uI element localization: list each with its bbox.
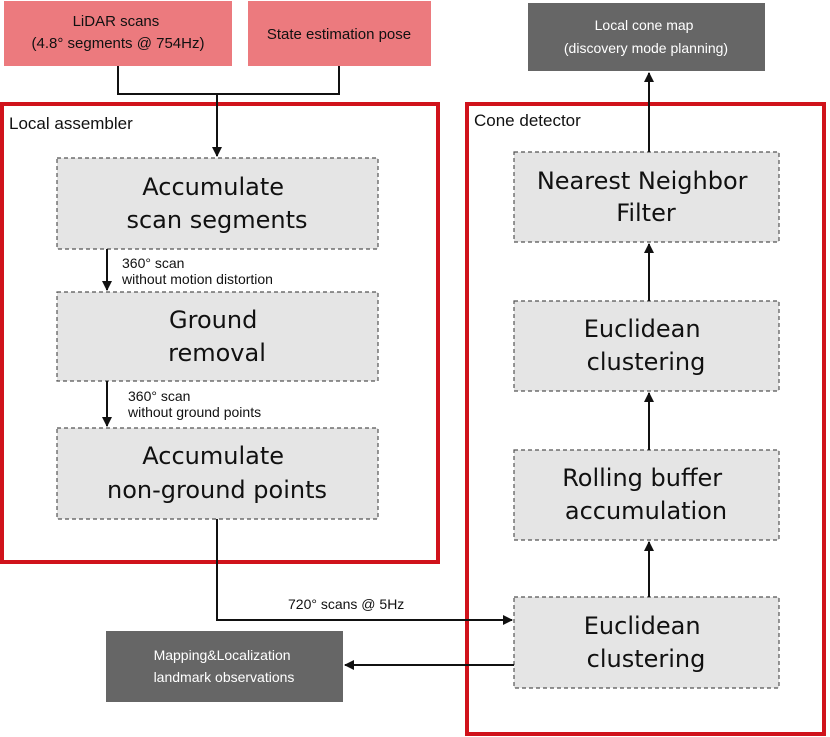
svg-text:Nearest Neighbor Filter: Nearest Neighbor Filter (537, 167, 755, 227)
accumulate-segments-line1: Accumulate (142, 173, 284, 201)
svg-text:Mapping&Localization landm: Mapping&Localization landmark observatio… (154, 647, 295, 685)
lidar-scans-label: LiDAR scans (73, 13, 160, 30)
svg-text:Rolling buffer accumulatio: Rolling buffer accumulation (562, 464, 730, 525)
cone-detector-group (465, 102, 826, 736)
edge2-label-line2: without ground points (127, 404, 261, 420)
svg-text:Accumulate non-ground poin: Accumulate non-ground points (107, 442, 327, 504)
edge2-label-line1: 360° scan (128, 388, 190, 404)
mapping-localization-box (106, 631, 343, 702)
state-estimation-box (248, 1, 431, 66)
accumulate-nonground-node (56, 427, 379, 520)
nn-filter-node (513, 151, 780, 243)
local-assembler-group (0, 102, 440, 564)
mapping-localization-label: Mapping&Localization (154, 647, 291, 663)
ground-removal-node (56, 291, 379, 382)
edge1-label-line2: without motion distortion (121, 271, 273, 287)
mapping-localization-sub: landmark observations (154, 669, 295, 685)
svg-text:Euclidean clustering: Euclidean clustering (584, 315, 708, 376)
svg-text:Ground removal: Ground removal (168, 306, 266, 367)
lidar-scans-rate: (4.8° segments @ 754Hz) (32, 35, 205, 52)
clustering-bottom-line2: clustering (587, 645, 706, 673)
rolling-buffer-node (513, 449, 780, 541)
clustering-top-line1: Euclidean (584, 315, 701, 343)
svg-text:Accumulate scan segments: Accumulate scan segments (126, 173, 307, 234)
rolling-buffer-line2: accumulation (565, 497, 727, 525)
inputs-merge-connector (117, 66, 340, 95)
accumulate-nonground-line2: non-ground points (107, 476, 327, 504)
cone-detector-title: Cone detector (474, 111, 581, 130)
ground-removal-line2: removal (168, 339, 266, 367)
rolling-buffer-line1: Rolling buffer (562, 464, 722, 492)
local-assembler-title: Local assembler (9, 114, 133, 133)
nn-filter-line2: Filter (616, 199, 676, 227)
edge1-label-line1: 360° scan (122, 255, 184, 271)
clustering-bottom-node (513, 596, 780, 689)
accumulate-segments-line2: scan segments (126, 206, 307, 234)
svg-text:LiDAR scans (4.8° segments: LiDAR scans (4.8° segments @ 754Hz) (32, 13, 205, 52)
scans-edge-label: 720° scans @ 5Hz (288, 596, 404, 612)
ground-removal-line1: Ground (169, 306, 257, 334)
svg-text:Euclidean clustering: Euclidean clustering (584, 612, 708, 673)
clustering-top-node (513, 300, 780, 392)
accumulate-segments-node (56, 157, 379, 250)
nn-filter-line1: Nearest Neighbor (537, 167, 748, 195)
state-estimation-label: State estimation pose (267, 26, 411, 43)
clustering-bottom-line1: Euclidean (584, 612, 701, 640)
clustering-top-line2: clustering (587, 348, 706, 376)
svg-text:360° scan without motion d: 360° scan without motion distortion (121, 255, 273, 287)
svg-text:360° scan without ground p: 360° scan without ground points (127, 388, 261, 420)
lidar-scans-box (4, 1, 232, 66)
local-cone-map-box (528, 3, 765, 71)
svg-text:Local cone map (discovery: Local cone map (discovery mode planning) (564, 17, 728, 56)
local-cone-map-sub: (discovery mode planning) (564, 40, 728, 56)
accumulate-nonground-line1: Accumulate (142, 442, 284, 470)
local-cone-map-label: Local cone map (595, 17, 694, 33)
nonground-to-clustering-arrow (216, 519, 513, 625)
